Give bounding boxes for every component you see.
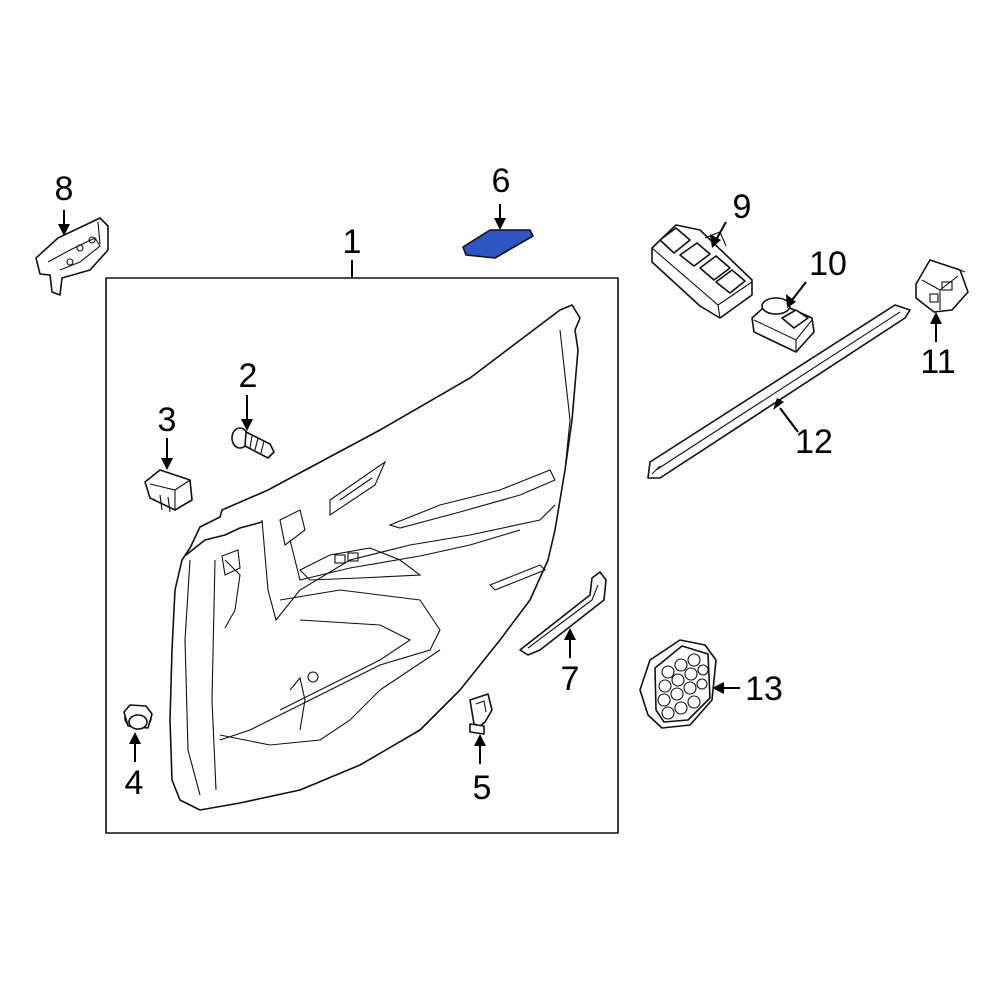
mirror-switch-part[interactable] [751,281,815,353]
callout-11: 11 [920,343,956,381]
callout-13: 13 [745,670,783,708]
bracket-part[interactable] [469,693,493,764]
callout-8: 8 [54,170,74,208]
push-clip-part[interactable] [123,704,153,762]
callout-4: 4 [124,764,144,802]
retainer-clip-part[interactable] [144,438,193,513]
lock-switch-part[interactable] [915,259,969,342]
callout-7: 7 [560,660,580,698]
callout-10: 10 [809,245,847,283]
callout-3: 3 [157,401,177,439]
callout-5: 5 [472,769,492,807]
mounting-bracket-part[interactable] [35,210,109,296]
callout-6: 6 [491,162,511,200]
callout-12: 12 [795,423,833,461]
master-window-switch-part[interactable] [651,221,753,319]
callout-2: 2 [238,357,258,395]
callout-1: 1 [342,223,362,261]
armrest-trim-part[interactable] [519,571,607,658]
door-trim-panel[interactable] [169,304,581,811]
assembly-frame [105,260,619,834]
belt-molding-part[interactable] [647,304,911,479]
screw-part[interactable] [231,395,275,459]
pad-part[interactable] [462,204,534,259]
speaker-grille-part[interactable] [639,639,740,729]
callout-9: 9 [732,188,752,226]
